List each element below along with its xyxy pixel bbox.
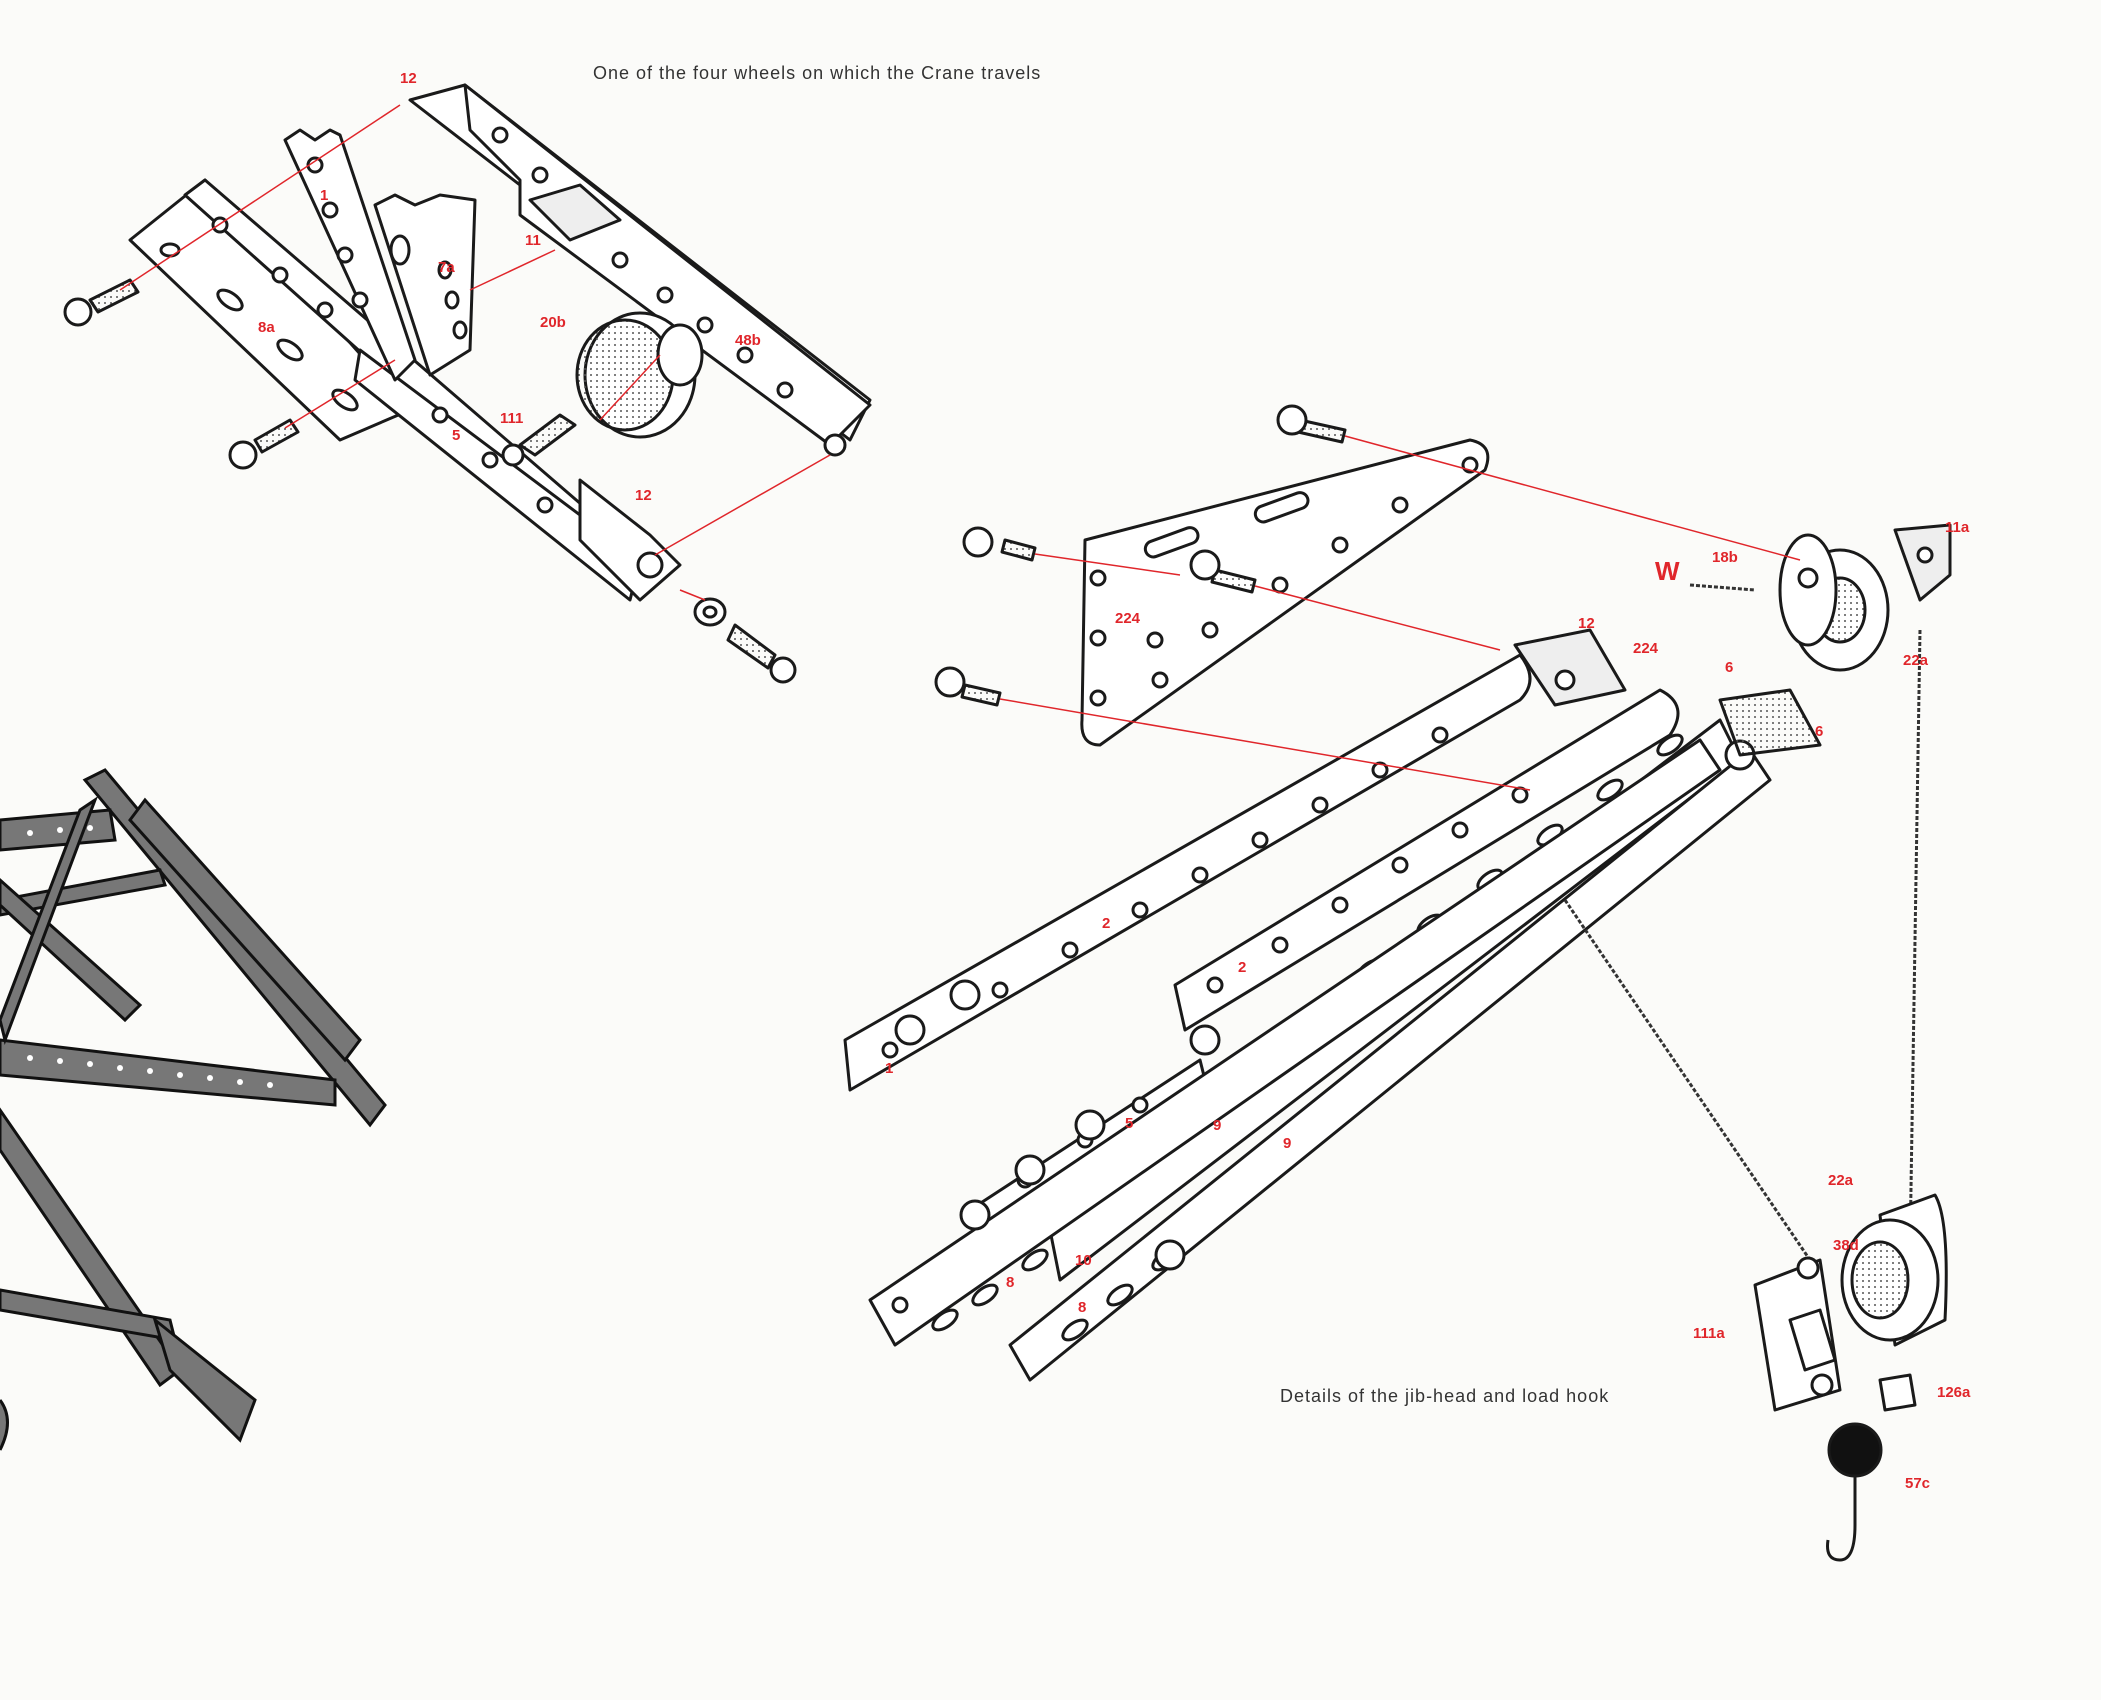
pulley-20b [575, 311, 704, 439]
wheel-caption: One of the four wheels on which the Cran… [593, 63, 1042, 83]
jib-bolt-inner [1189, 549, 1257, 594]
jib-label: 12 [1578, 615, 1595, 632]
pulley-22a-top [1778, 533, 1890, 672]
jib-label: 8 [1006, 1274, 1014, 1291]
jib-label: 22a [1903, 652, 1929, 669]
wheel-labels: 12 1 7a 11 8a 20b 48b 5 111 12 [258, 70, 761, 504]
jib-head-assembly [843, 404, 1952, 1562]
cords [1563, 583, 1922, 1261]
crane-lattice [0, 768, 387, 1451]
jib-bolt-top [1276, 404, 1347, 444]
jib-labels: 11a 18b W 12 224 224 6 22a 6 2 2 1 5 9 9… [885, 519, 1971, 1492]
bracket-11a [1893, 523, 1952, 602]
wheel-label: 48b [735, 332, 761, 349]
jib-label: 6 [1815, 723, 1823, 740]
washer [693, 597, 727, 627]
jib-label: 10 [1075, 1252, 1092, 1269]
wheel-label: 20b [540, 314, 566, 331]
jib-bolt-mid [962, 526, 1037, 562]
wheel-label: 7a [438, 259, 455, 276]
bolt-left-top [63, 278, 140, 327]
angle-girder-8-right [1008, 748, 1772, 1382]
jib-label-w: W [1655, 556, 1680, 586]
jib-label: 38d [1833, 1237, 1859, 1254]
jib-label: 9 [1283, 1135, 1291, 1152]
jib-label: 5 [1125, 1115, 1133, 1132]
jib-label: 22a [1828, 1172, 1854, 1189]
wheel-assembly [63, 83, 872, 684]
angle-girder-7a [373, 193, 477, 377]
double-bracket-12 [1513, 628, 1627, 707]
weight-57c [1826, 1422, 1883, 1562]
bolt-left-bottom [228, 418, 300, 470]
bolt-111 [501, 413, 577, 467]
jib-caption: Details of the jib-head and load hook [1280, 1386, 1610, 1406]
lattice-holes [27, 825, 273, 1088]
bracket-6 [1718, 688, 1822, 757]
jib-label: 18b [1712, 549, 1738, 566]
jib-label: 111a [1693, 1325, 1725, 1342]
jib-label: 1 [885, 1060, 893, 1077]
wheel-label: 1 [320, 187, 328, 204]
angle-girder-8-left [868, 738, 1722, 1347]
flanged-plate-224 [1080, 438, 1490, 747]
jib-label: 6 [1725, 659, 1733, 676]
jib-bolt-low [934, 666, 1002, 707]
wheel-label: 8a [258, 319, 275, 336]
strip-bolt-heads [894, 739, 1756, 1271]
jib-label: 11a [1945, 519, 1970, 536]
jib-label: 57c [1905, 1475, 1930, 1492]
jib-label: 9 [1213, 1117, 1221, 1134]
wheel-label: 12 [400, 70, 417, 87]
front-bracket [578, 478, 682, 602]
jib-label: 224 [1115, 610, 1141, 627]
wheel-label: 12 [635, 487, 652, 504]
wheel-label: 5 [452, 427, 460, 444]
jib-label: 2 [1102, 915, 1110, 932]
frame-48b [408, 83, 872, 457]
jib-label: 8 [1078, 1299, 1086, 1316]
strip-2-lower [1173, 688, 1680, 1032]
wheel-label: 111 [500, 410, 523, 427]
bolt-right [726, 623, 797, 684]
jib-label: 224 [1633, 640, 1659, 657]
wheel-label: 11 [525, 232, 541, 249]
jib-label: 126a [1937, 1384, 1971, 1401]
load-hook-block [1753, 1193, 1948, 1412]
jib-label: 2 [1238, 959, 1246, 976]
